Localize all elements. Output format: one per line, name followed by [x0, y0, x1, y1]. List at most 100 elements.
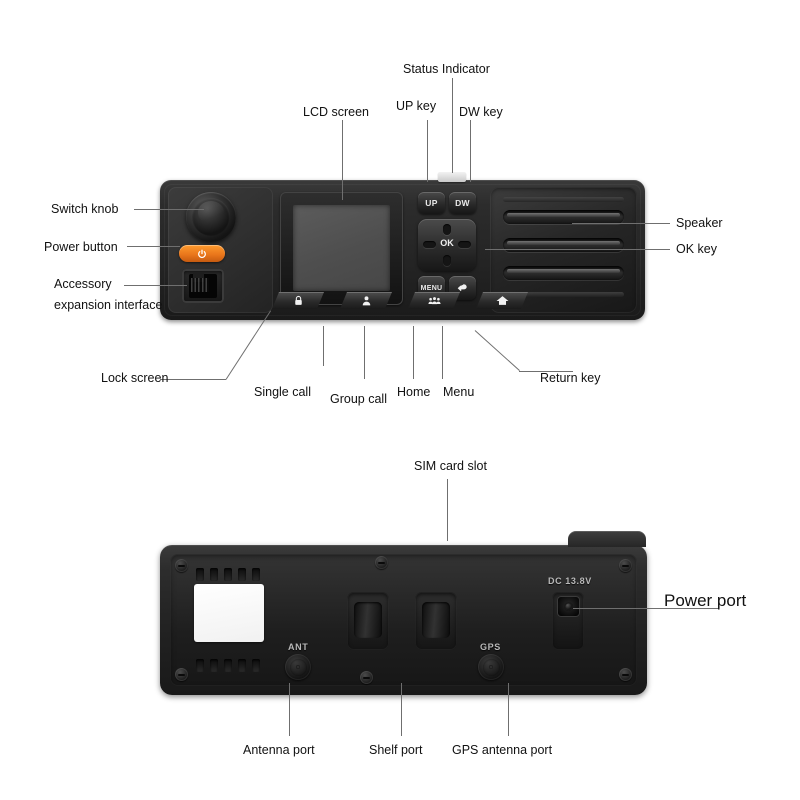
label-group-call: Group call: [330, 392, 387, 406]
leader-line-home: [413, 326, 414, 379]
nav-down-pill[interactable]: [443, 255, 451, 266]
leader-line-menu: [442, 326, 443, 379]
label-power-button: Power button: [44, 240, 118, 254]
leader-line-shelf-port: [401, 683, 402, 736]
vent-fin: [210, 568, 218, 581]
label-menu: Menu: [443, 385, 475, 399]
label-lock-screen: Lock screen: [101, 371, 169, 385]
speaker-ridge-top: [503, 197, 624, 202]
label-speaker: Speaker: [676, 216, 723, 230]
vent-fin: [252, 659, 260, 672]
leader-line-lock-screen-angle: [225, 310, 272, 380]
leader-line-lcd: [342, 120, 343, 200]
vent-fin: [196, 568, 204, 581]
lock-icon: [294, 295, 302, 305]
leader-line-sim-card-slot: [447, 479, 448, 541]
up-key[interactable]: UP: [418, 192, 445, 214]
vent-fin: [224, 568, 232, 581]
label-dw-key: DW key: [459, 105, 503, 119]
label-single-call: Single call: [254, 385, 311, 399]
nav-up-pill[interactable]: [443, 224, 451, 235]
vent-fin: [196, 659, 204, 672]
leader-line-dw-key: [470, 120, 471, 182]
speaker-slot: [503, 210, 624, 224]
label-return-key: Return key: [540, 371, 601, 385]
shelf-bracket-slot: [354, 602, 382, 638]
label-accessory-line2: expansion interface: [54, 298, 163, 312]
product-label-sticker: [194, 584, 264, 642]
label-up-key: UP key: [396, 99, 437, 113]
label-antenna-port: Antenna port: [243, 743, 315, 757]
status-indicator-led: [438, 172, 466, 182]
dw-key[interactable]: DW: [449, 192, 476, 214]
label-power-port: Power port: [664, 591, 746, 611]
screw: [175, 668, 188, 681]
gps-silkscreen: GPS: [480, 642, 501, 652]
front-left-control-block: [168, 187, 273, 313]
leader-line-return-key-angle: [474, 330, 520, 372]
leader-line-up-key: [427, 120, 428, 182]
leader-line-gps-antenna-port: [508, 683, 509, 736]
screw: [360, 671, 373, 684]
switch-knob[interactable]: [186, 192, 236, 242]
lcd-screen[interactable]: [293, 205, 390, 291]
label-power-port-word1: Power: [664, 591, 717, 610]
speaker-ridge-bottom: [503, 292, 624, 297]
shelf-port[interactable]: [415, 592, 457, 650]
sim-card-slot-cover[interactable]: [568, 531, 646, 547]
home-icon: [496, 296, 508, 305]
gps-antenna-port[interactable]: [478, 654, 504, 680]
screw: [619, 559, 632, 572]
nav-left-pill[interactable]: [423, 241, 436, 248]
screw: [175, 559, 188, 572]
rear-panel-device: ANT GPS DC 13.8V: [160, 531, 647, 695]
home-button[interactable]: [476, 292, 528, 309]
single-call-button[interactable]: [340, 292, 392, 309]
shelf-bracket-slot: [422, 602, 450, 638]
leader-line-single-call: [323, 326, 324, 366]
leader-line-accessory: [124, 285, 187, 286]
label-shelf-port: Shelf port: [369, 743, 423, 757]
label-ok-key: OK key: [676, 242, 717, 256]
label-home: Home: [397, 385, 431, 399]
accessory-expansion-interface[interactable]: [182, 269, 224, 303]
vent-fin: [252, 568, 260, 581]
nav-right-pill[interactable]: [458, 241, 471, 248]
rj45-pins: [191, 278, 209, 292]
leader-line-lock-screen: [160, 379, 226, 380]
group-call-button[interactable]: [408, 292, 460, 309]
lock-screen-button[interactable]: [272, 292, 324, 309]
leader-line-switch-knob: [134, 209, 204, 210]
power-button[interactable]: [179, 245, 225, 262]
power-port[interactable]: [557, 596, 580, 617]
rear-recessed-face: ANT GPS DC 13.8V: [170, 554, 637, 686]
label-lcd-screen: LCD screen: [303, 105, 369, 119]
function-button-row: [272, 292, 572, 314]
antenna-port[interactable]: [285, 654, 311, 680]
vent-fin: [238, 568, 246, 581]
label-accessory-line1: Accessory: [54, 277, 112, 291]
ok-navigation-pad[interactable]: OK: [418, 219, 476, 271]
person-icon: [362, 296, 370, 306]
leader-line-group-call: [364, 326, 365, 379]
vent-fin: [238, 659, 246, 672]
label-status-indicator: Status Indicator: [403, 62, 490, 76]
dc-voltage-silkscreen: DC 13.8V: [548, 576, 592, 586]
people-group-icon: [427, 297, 441, 305]
speaker-slot: [503, 266, 624, 280]
label-power-port-word2: port: [716, 591, 747, 610]
leader-line-power-button: [127, 246, 180, 247]
sma-gold-connector: [290, 659, 307, 676]
shelf-port[interactable]: [347, 592, 389, 650]
leader-line-return-key: [519, 371, 573, 372]
speaker-slot: [503, 238, 624, 252]
label-gps-antenna-port: GPS antenna port: [452, 743, 553, 757]
label-switch-knob: Switch knob: [51, 202, 119, 216]
vent-fin: [224, 659, 232, 672]
ant-silkscreen: ANT: [288, 642, 309, 652]
front-panel-device: UP DW OK MENU: [160, 180, 645, 320]
screw: [619, 668, 632, 681]
leader-line-ok-key: [485, 249, 670, 250]
leader-line-power-port: [573, 608, 718, 609]
